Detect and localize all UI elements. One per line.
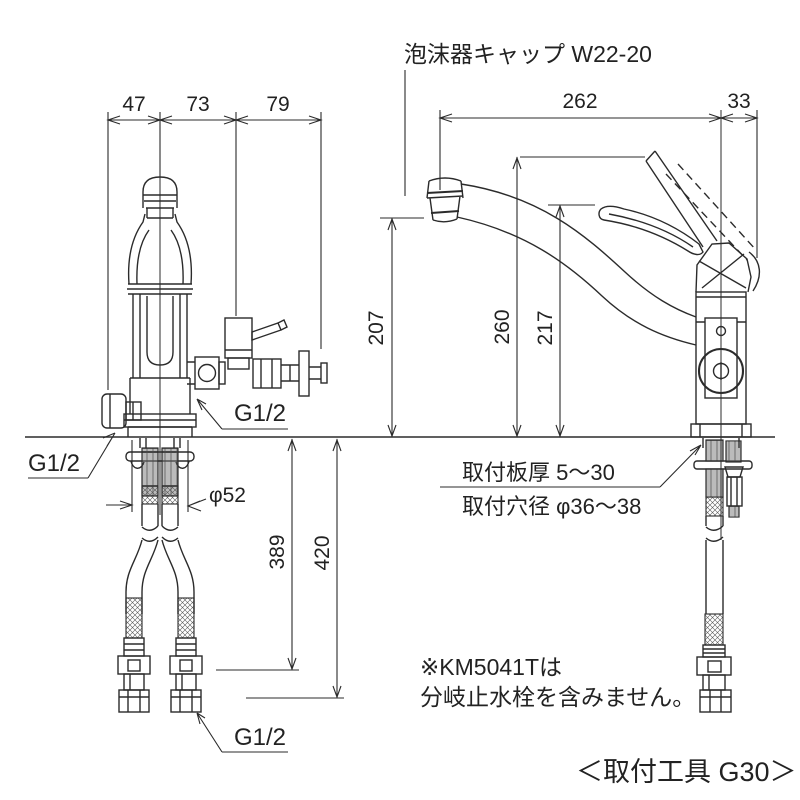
annotations: 泡沫器キャップ W22-20 G1/2 G1/2 G1/2 取付板厚 5〜30 … bbox=[28, 41, 797, 787]
dim-height-260: 260 bbox=[491, 156, 645, 438]
aerator-cap-label: 泡沫器キャップ W22-20 bbox=[404, 41, 652, 67]
dim-47-label: 47 bbox=[122, 93, 145, 116]
dim-33-label: 33 bbox=[727, 90, 750, 113]
dim-phi52: φ52 bbox=[106, 440, 246, 512]
g12-side-outlet: G1/2 bbox=[28, 432, 116, 479]
model-note: ※KM5041Tは 分岐止水栓を含みません。 bbox=[420, 654, 695, 710]
g12-hose-end: G1/2 bbox=[196, 712, 288, 753]
side-view bbox=[426, 110, 760, 713]
front-under-counter bbox=[117, 438, 203, 713]
dim-389-label: 389 bbox=[266, 534, 289, 569]
hose-end-nut bbox=[699, 689, 732, 713]
hose-break-symbol bbox=[705, 525, 724, 542]
dim-phi52-label: φ52 bbox=[209, 484, 246, 507]
dim-262-label: 262 bbox=[562, 90, 597, 113]
dim-top-left-widths: 47 73 79 bbox=[106, 93, 323, 390]
aerator-cap bbox=[426, 177, 464, 223]
note-line2: 分岐止水栓を含みません。 bbox=[420, 684, 695, 710]
g12-branch-union: G1/2 bbox=[196, 398, 288, 430]
dimensions: 47 73 79 262 33 207 260 bbox=[106, 90, 759, 699]
dim-depth-420: 420 bbox=[246, 438, 344, 699]
g12-hose-label: G1/2 bbox=[234, 724, 286, 751]
branch-port bbox=[697, 347, 745, 395]
tool-label: ＜取付工具 G30＞ bbox=[576, 757, 797, 787]
handle-dome bbox=[695, 242, 752, 293]
left-hose bbox=[125, 539, 159, 614]
hole-diameter-label: 取付穴径 φ36〜38 bbox=[462, 494, 641, 519]
dim-207-label: 207 bbox=[365, 310, 388, 345]
side-body bbox=[690, 291, 752, 438]
lever-handle bbox=[598, 205, 704, 256]
side-under-counter bbox=[693, 438, 753, 713]
handle-knob bbox=[142, 176, 178, 219]
front-view bbox=[101, 112, 328, 713]
dim-420-label: 420 bbox=[311, 535, 334, 570]
raised-handle-phantom bbox=[645, 150, 760, 292]
valve-lever bbox=[251, 322, 282, 341]
dim-260-label: 260 bbox=[491, 309, 514, 344]
g12-side-label: G1/2 bbox=[28, 450, 80, 477]
dim-height-217: 217 bbox=[534, 204, 595, 438]
branch-stop-valve bbox=[187, 317, 328, 397]
mounting-notes: 取付板厚 5〜30 取付穴径 φ36〜38 bbox=[440, 444, 702, 519]
dim-depth-389: 389 bbox=[216, 438, 299, 671]
dim-73-label: 73 bbox=[186, 93, 209, 116]
dim-79-label: 79 bbox=[266, 93, 289, 116]
side-outlet-cap bbox=[101, 393, 142, 429]
plate-thickness-label: 取付板厚 5〜30 bbox=[462, 460, 615, 485]
g12-branch-label: G1/2 bbox=[234, 400, 286, 427]
right-hose bbox=[161, 539, 195, 614]
mounting-stud-bolt bbox=[724, 440, 744, 518]
hose-end-nut-left bbox=[118, 689, 150, 713]
base-flange bbox=[690, 423, 752, 438]
dim-217-label: 217 bbox=[534, 310, 557, 345]
hose-break-symbol bbox=[141, 525, 179, 542]
dim-height-207: 207 bbox=[365, 217, 424, 438]
hose-end-nut-right bbox=[170, 689, 202, 713]
body-shoulders bbox=[127, 213, 193, 295]
note-line1: ※KM5041Tは bbox=[420, 654, 562, 680]
dim-top-right-widths: 262 33 bbox=[438, 90, 759, 258]
